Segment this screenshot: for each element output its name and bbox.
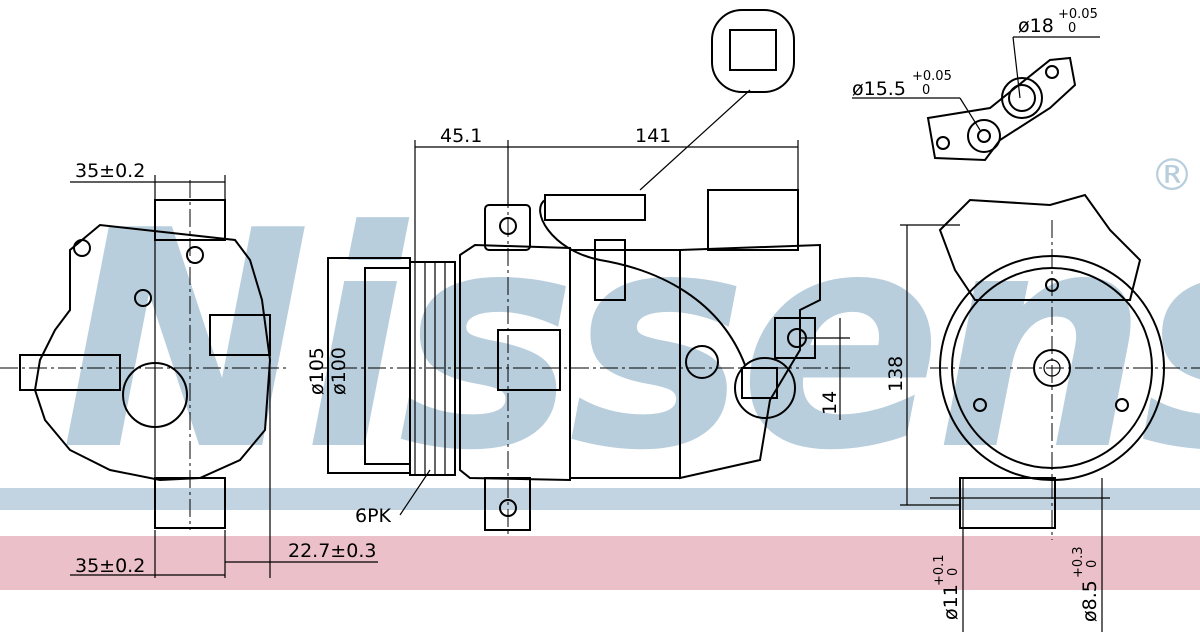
rear-view — [852, 36, 1200, 632]
front-view-compressor — [310, 9, 850, 535]
dim-pulley-inner-dia: ø100 — [328, 347, 350, 395]
dim-port-large: ø18 +0.05 0 — [1018, 7, 1098, 37]
dim-belt-type: 6PK — [355, 505, 392, 527]
dim-hole-large: ø11 +0.1 0 — [932, 554, 962, 620]
port-large-lower-tol: 0 — [1068, 21, 1076, 36]
port-small-base: ø15.5 — [852, 78, 906, 100]
port-small-upper-tol: +0.05 — [912, 69, 952, 84]
left-side-view — [0, 175, 378, 578]
hole-large-base: ø11 — [940, 584, 962, 620]
port-large-upper-tol: +0.05 — [1058, 7, 1098, 22]
dim-body-length: 141 — [635, 125, 671, 147]
dim-hole-small: ø8.5 +0.3 0 — [1071, 546, 1101, 622]
dim-pulley-depth: 45.1 — [440, 125, 482, 147]
dim-left-offset: 22.7±0.3 — [288, 540, 376, 562]
dim-mount-offset: 14 — [819, 391, 841, 415]
dim-pulley-outer-dia: ø105 — [306, 347, 328, 395]
registered-mark: ® — [1150, 150, 1194, 201]
hole-large-upper-tol: +0.1 — [932, 554, 947, 586]
port-large-base: ø18 — [1018, 15, 1054, 37]
pink-band — [0, 536, 1200, 590]
hole-large-lower-tol: 0 — [946, 568, 961, 576]
dim-left-top-width: 35±0.2 — [75, 160, 145, 182]
hole-small-lower-tol: 0 — [1085, 560, 1100, 568]
dim-port-small: ø15.5 +0.05 0 — [852, 69, 952, 100]
dim-left-bottom-width: 35±0.2 — [75, 555, 145, 577]
hole-small-upper-tol: +0.3 — [1071, 546, 1086, 578]
dim-height: 138 — [885, 356, 907, 392]
hole-small-base: ø8.5 — [1079, 580, 1101, 622]
connector-detail — [711, 9, 795, 93]
port-small-lower-tol: 0 — [922, 83, 930, 98]
